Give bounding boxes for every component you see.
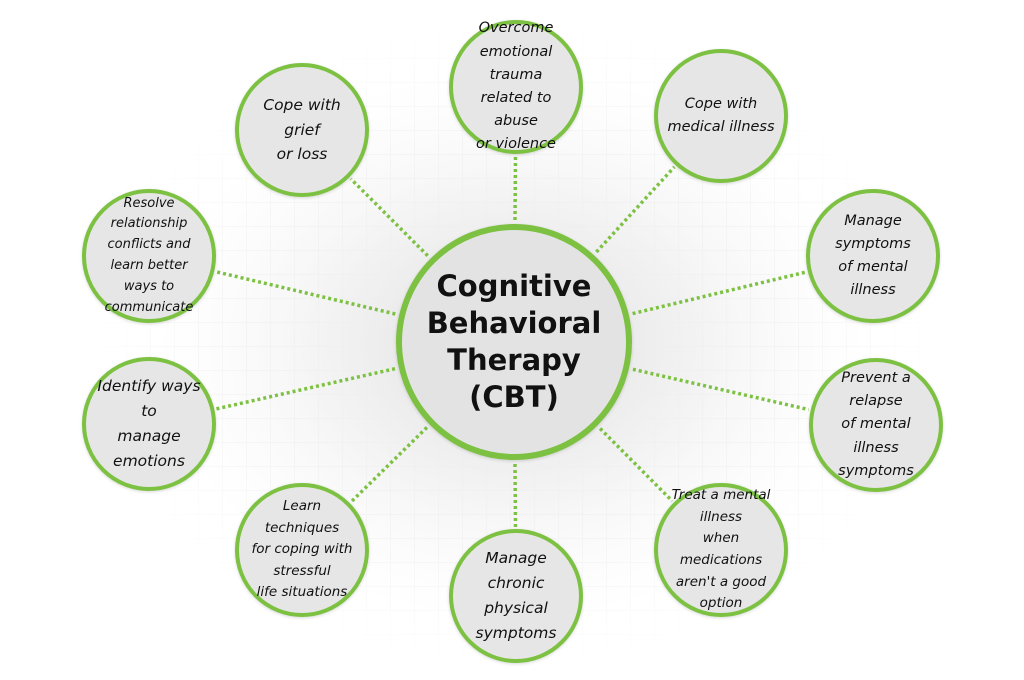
node-prevent-relapse: Prevent a relapse of mental illness symp… xyxy=(809,358,943,492)
node-label: Manage symptoms of mental illness xyxy=(835,212,911,299)
node-label: Overcome emotional trauma related to abu… xyxy=(476,20,556,153)
connector-learn-techniques xyxy=(350,426,429,503)
connector-treat-mental-illness xyxy=(598,427,674,503)
node-manage-symptoms-mental-illness: Manage symptoms of mental illness xyxy=(806,189,940,323)
center-node-cbt: Cognitive Behavioral Therapy (CBT) xyxy=(396,224,632,460)
node-label: Manage chronic physical symptoms xyxy=(475,549,557,642)
connector-resolve-conflicts xyxy=(215,270,396,316)
node-manage-chronic-symptoms: Manage chronic physical symptoms xyxy=(449,529,583,663)
connector-cope-grief xyxy=(349,177,429,257)
node-overcome-trauma: Overcome emotional trauma related to abu… xyxy=(449,20,583,154)
connector-cope-medical-illness xyxy=(595,165,676,254)
node-label: Cope with medical illness xyxy=(667,95,775,135)
node-treat-mental-illness: Treat a mental illness when medications … xyxy=(654,483,788,617)
node-label: Treat a mental illness when medications … xyxy=(671,487,771,612)
node-identify-ways: Identify ways to manage emotions xyxy=(82,357,216,491)
node-label: Prevent a relapse of mental illness symp… xyxy=(838,370,914,479)
connector-overcome-trauma xyxy=(513,155,518,221)
node-learn-techniques: Learn techniques for coping with stressf… xyxy=(235,483,369,617)
center-node-label: Cognitive Behavioral Therapy (CBT) xyxy=(426,268,602,415)
node-cope-medical-illness: Cope with medical illness xyxy=(654,49,788,183)
connector-prevent-relapse xyxy=(632,367,810,412)
node-label: Resolve relationship conflicts and learn… xyxy=(104,195,194,315)
node-cope-grief: Cope with grief or loss xyxy=(235,63,369,197)
node-resolve-conflicts: Resolve relationship conflicts and learn… xyxy=(82,189,216,323)
node-label: Cope with grief or loss xyxy=(263,95,341,164)
connector-manage-symptoms-mental-illness xyxy=(632,270,807,316)
connector-manage-chronic-symptoms xyxy=(513,463,518,528)
node-label: Identify ways to manage emotions xyxy=(97,377,201,470)
connector-identify-ways xyxy=(215,366,396,411)
node-label: Learn techniques for coping with stressf… xyxy=(251,498,353,601)
